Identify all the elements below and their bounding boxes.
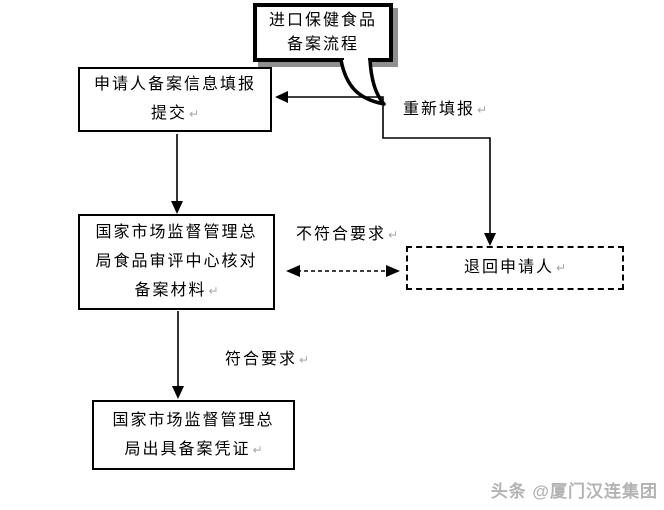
arrow-apply-to-review	[171, 134, 183, 214]
box-cert-line-1: 国家市场监督管理总	[112, 411, 275, 429]
label-refill: 重新填报↵	[403, 101, 488, 118]
box-review-line-2: 局食品审评中心核对	[95, 253, 258, 270]
box-certificate: 国家市场监督管理总 局出具备案凭证↵	[92, 400, 295, 470]
box-review-line-1: 国家市场监督管理总	[95, 224, 258, 241]
return-mark: ↵	[252, 442, 263, 457]
arrow-review-to-certificate	[172, 311, 184, 399]
box-review-line-3: 备案材料↵	[134, 282, 219, 299]
title-line-2: 备案流程	[286, 35, 359, 53]
label-not-meet-requirements: 不符合要求↵	[296, 226, 399, 243]
return-mark: ↵	[188, 107, 200, 121]
box-apply: 申请人备案信息填报 提交↵	[78, 67, 272, 132]
return-mark: ↵	[477, 103, 488, 117]
box-return-applicant: 退回申请人↵	[406, 246, 624, 290]
arrow-review-return-dashed	[286, 265, 400, 277]
return-mark: ↵	[208, 284, 219, 298]
return-mark: ↵	[388, 228, 399, 242]
return-mark: ↵	[555, 261, 567, 275]
box-cert-line-2: 局出具备案凭证↵	[124, 440, 263, 458]
title-bubble: 进口保健食品 备案流程	[253, 3, 393, 62]
box-apply-line-2: 提交↵	[150, 105, 200, 122]
watermark: 头条 @厦门汉连集团	[490, 482, 658, 501]
box-review: 国家市场监督管理总 局食品审评中心核对 备案材料↵	[78, 214, 275, 310]
title-line-1: 进口保健食品	[268, 11, 377, 29]
box-return-line-1: 退回申请人↵	[463, 259, 567, 276]
return-mark: ↵	[299, 353, 310, 367]
label-meet-requirements: 符合要求↵	[225, 351, 310, 368]
box-apply-line-1: 申请人备案信息填报	[93, 76, 256, 93]
bubble-tail	[339, 58, 386, 106]
